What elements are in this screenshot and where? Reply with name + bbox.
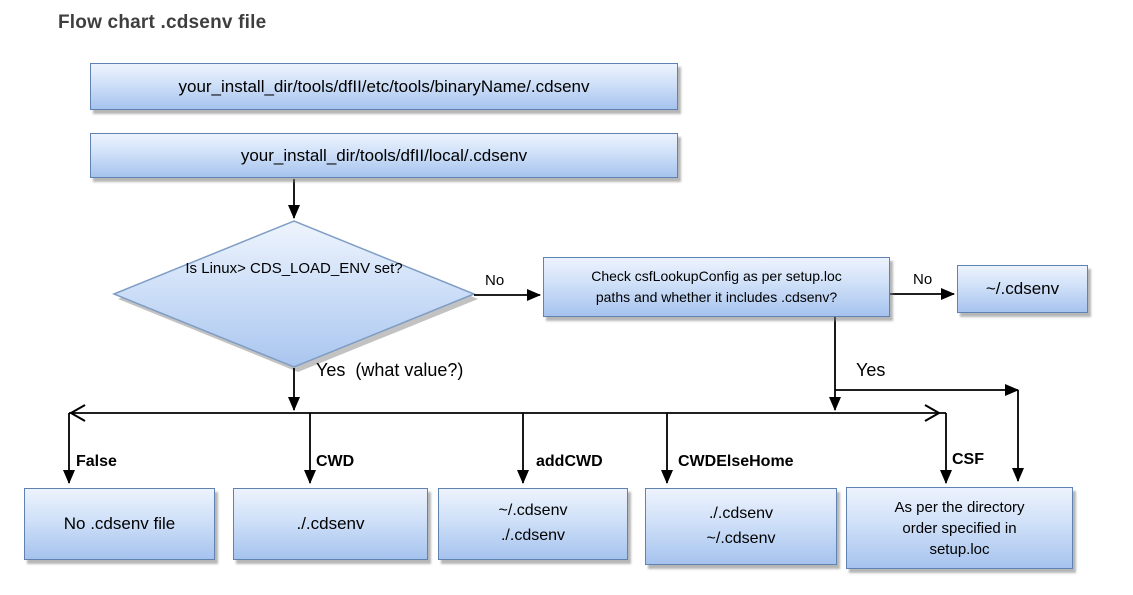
node-line: Check csfLookupConfig as per setup.loc <box>591 268 842 284</box>
label-no-check: No <box>913 271 933 288</box>
node-install-local-path: your_install_dir/tools/dfII/local/.cdsen… <box>90 133 678 178</box>
node-line: As per the directory <box>894 498 1025 516</box>
label-yes-check: Yes <box>856 360 886 380</box>
node-label: ./.cdsenv <box>296 514 365 533</box>
node-label: ~/.cdsenv <box>985 279 1060 298</box>
node-line: paths and whether it includes .cdsenv? <box>595 289 838 305</box>
node-result-addcwd: ~/.cdsenv ./.cdsenv <box>438 488 628 560</box>
label-branch-csf: CSF <box>952 451 984 468</box>
decision-diamond <box>112 220 476 368</box>
decision-line: Is Linux> <box>185 260 246 277</box>
label-branch-cwd: CWD <box>316 453 355 470</box>
label-branch-cwdelsehome: CWDElseHome <box>678 453 794 470</box>
node-check-csf-lookup: Check csfLookupConfig as per setup.loc p… <box>543 257 890 317</box>
node-label: No .cdsenv file <box>63 514 176 533</box>
node-result-cwdelsehome: ./.cdsenv ~/.cdsenv <box>645 488 837 565</box>
node-result-csf: As per the directory order specified in … <box>846 487 1073 569</box>
node-install-binary-path: your_install_dir/tools/dfII/etc/tools/bi… <box>90 63 678 110</box>
node-line: ~/.cdsenv <box>498 502 568 520</box>
node-result-cwd: ./.cdsenv <box>233 488 428 560</box>
label-branch-false: False <box>76 453 117 470</box>
bus-left-chevron <box>68 404 86 422</box>
node-result-home-cdsenv: ~/.cdsenv <box>957 265 1088 313</box>
node-line: order specified in <box>902 519 1017 537</box>
node-line: ~/.cdsenv <box>706 529 776 547</box>
label-yes-decision: Yes (what value?) <box>316 360 464 380</box>
page-title: Flow chart .cdsenv file <box>58 12 267 33</box>
node-line: ./.cdsenv <box>500 527 566 544</box>
label-no-decision: No <box>485 272 505 289</box>
node-line: ./.cdsenv <box>708 504 774 522</box>
node-result-no-cdsenv: No .cdsenv file <box>24 488 215 560</box>
connectors <box>63 179 1024 484</box>
label-branch-addcwd: addCWD <box>536 453 603 470</box>
decision-line: CDS_LOAD_ENV set? <box>250 260 403 277</box>
node-decision-load-env: Is Linux> CDS_LOAD_ENV set? <box>174 258 414 281</box>
node-line: setup.loc <box>929 540 990 558</box>
node-label: your_install_dir/tools/dfII/local/.cdsen… <box>240 145 528 165</box>
node-label: your_install_dir/tools/dfII/etc/tools/bi… <box>178 76 590 96</box>
bus-right-chevron <box>924 404 942 422</box>
